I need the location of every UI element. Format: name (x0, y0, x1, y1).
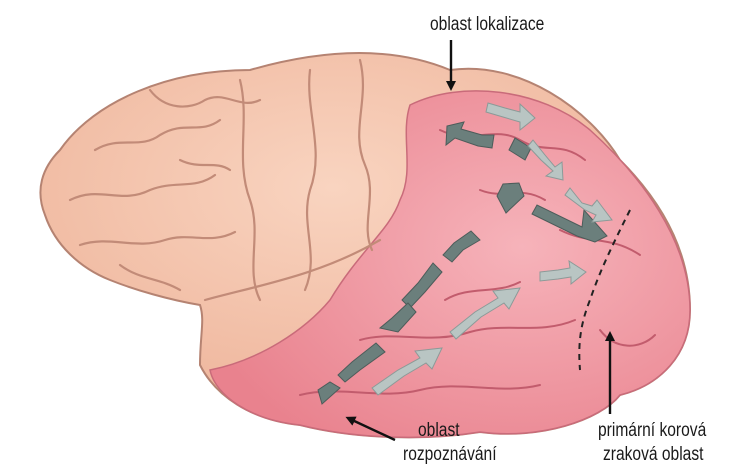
primary-visual-cortex-label-line2: zraková oblast (603, 444, 703, 466)
recognition-area-label-line2: rozpoznávání (403, 444, 497, 466)
recognition-area-label-line1: oblast (418, 420, 460, 442)
localization-area-label: oblast lokalizace (430, 14, 544, 36)
primary-visual-cortex-label-line1: primární korová (598, 420, 706, 442)
